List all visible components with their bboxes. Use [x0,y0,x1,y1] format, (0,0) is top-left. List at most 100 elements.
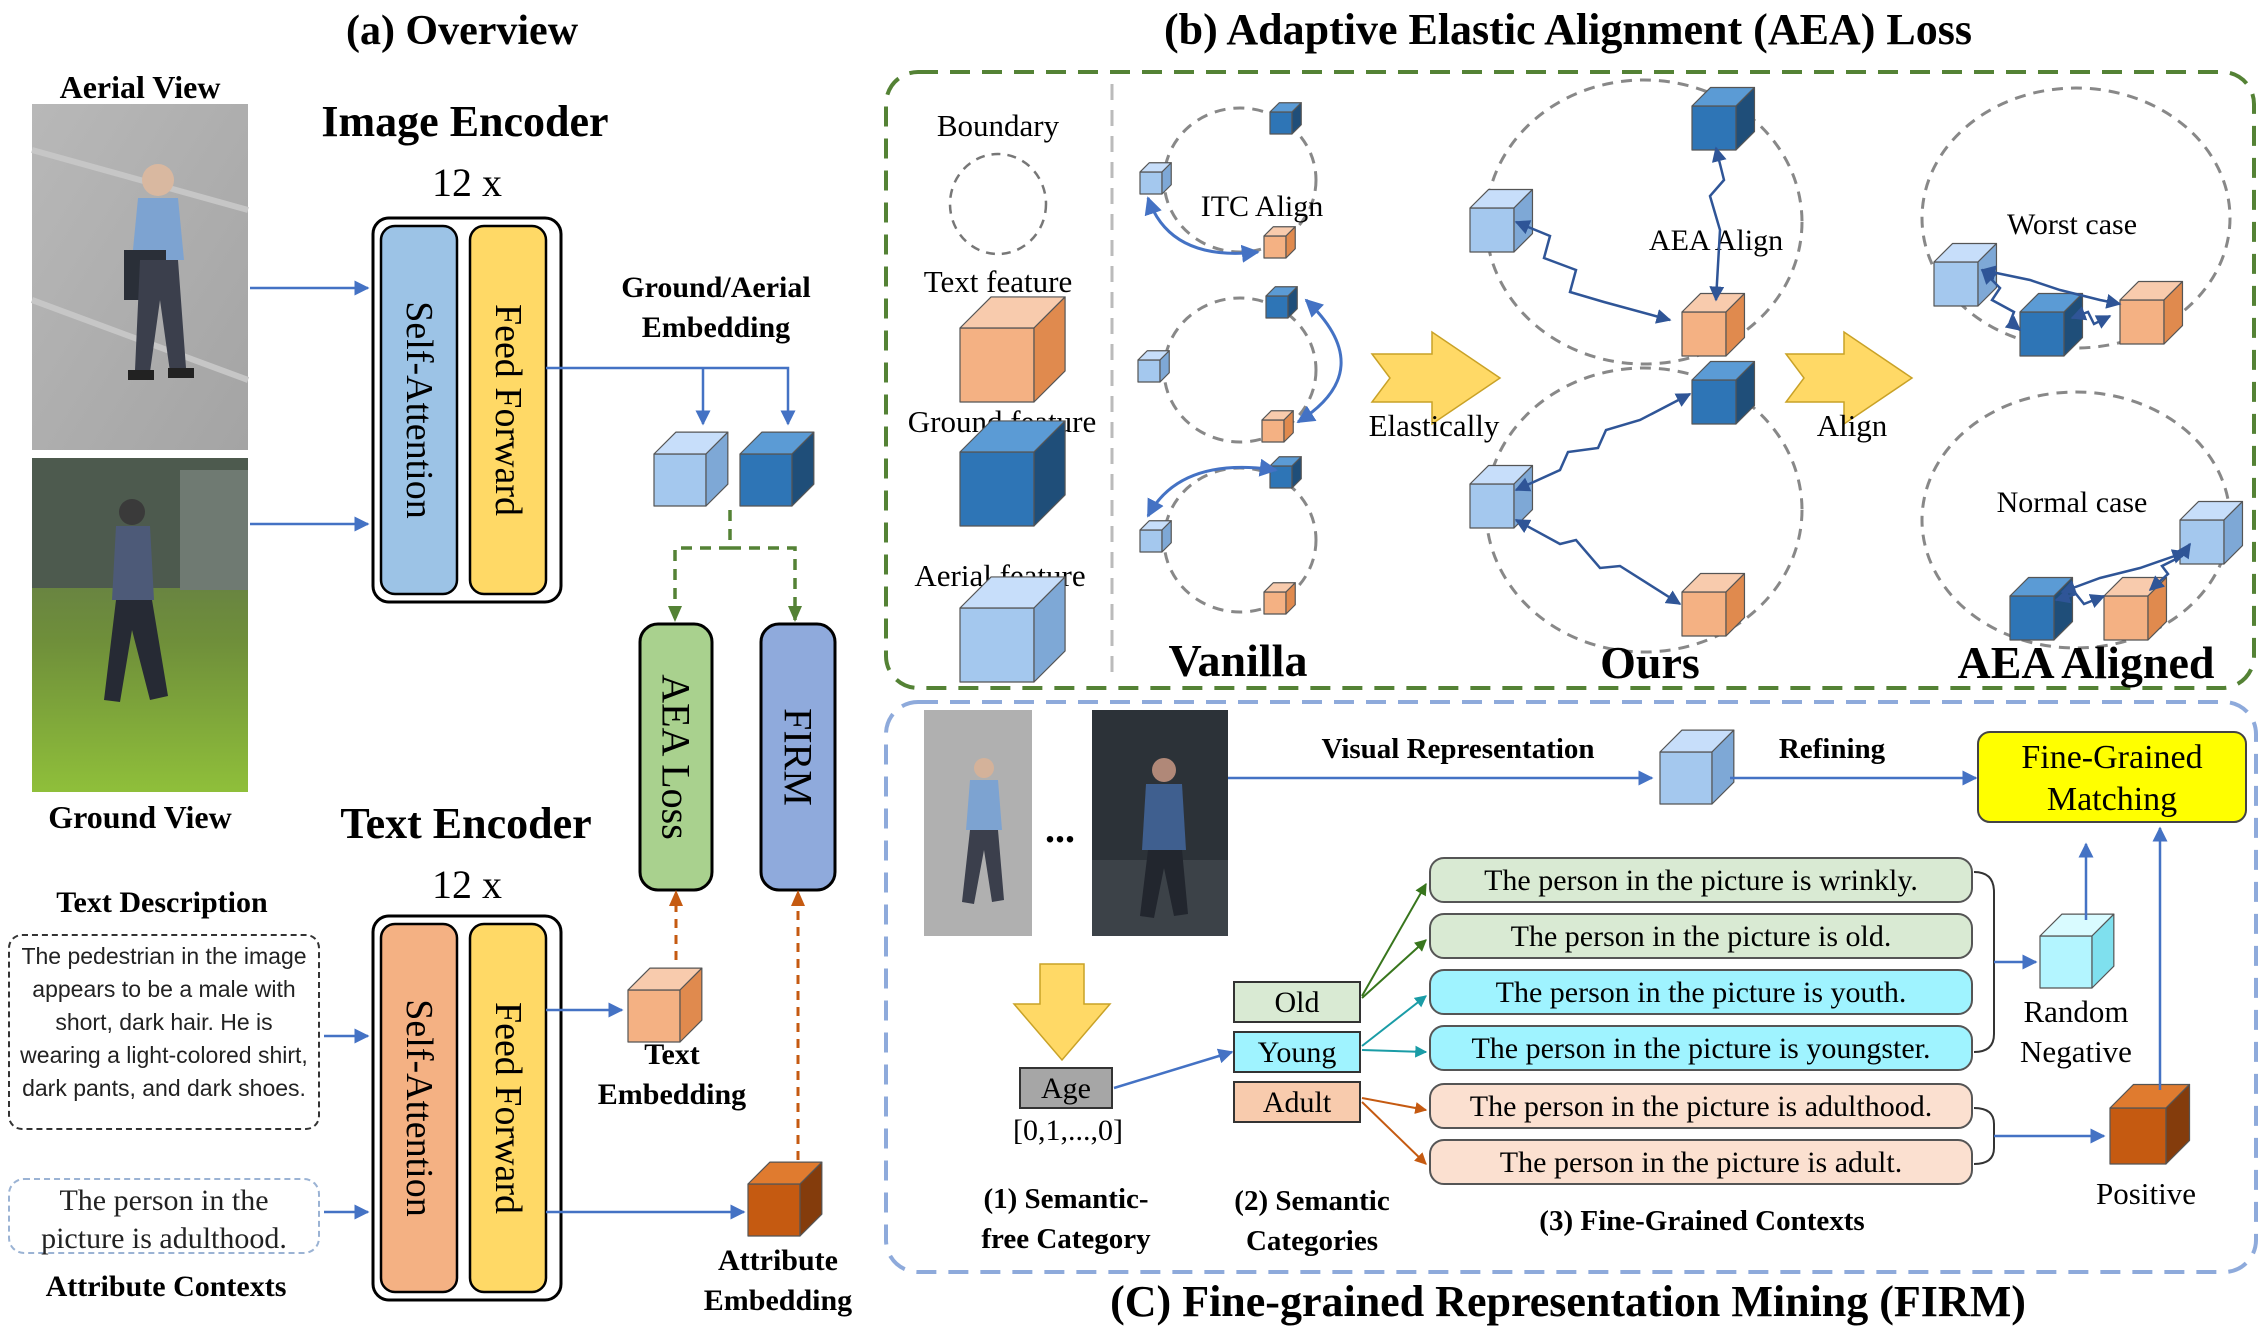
image-self-attention-label: Self-Attention [398,301,440,518]
label-semantic-categories-2: Categories [1246,1225,1378,1257]
context-pill-1 [1429,857,1973,903]
age-label: Age [1041,1072,1091,1105]
align-arrow [1784,330,1914,426]
context-pill-4 [1429,1025,1973,1071]
ground-embedding-cube [739,431,815,507]
context-pill-5 [1429,1083,1973,1129]
random-negative-cube [2039,913,2115,989]
firm-ellipsis: ... [1045,806,1075,851]
normal-case-label: Normal case [1997,486,2148,519]
matching-line1: Fine-Grained [2021,739,2202,776]
vanilla-feature-cubes [1137,102,1302,615]
fine-grained-matching-box [1977,731,2247,823]
aerial-view-photo [30,104,250,450]
positive-label: Positive [2096,1176,2196,1211]
text-feed-forward-box [468,922,548,1294]
aea-panel [884,70,2256,690]
attribute-context-box: The person in the picture is adulthood. [8,1178,320,1255]
label-fine-grained-contexts: (3) Fine-Grained Contexts [1539,1205,1864,1237]
negative-bracket [1973,871,1995,1053]
category-old-box [1233,981,1361,1023]
ours-ground-cube-2 [1691,360,1756,425]
aerial-view-label: Aerial View [60,69,221,105]
vanilla-label: Vanilla [1169,635,1308,686]
random-negative-cube [2039,913,2115,989]
ours-spring-4 [1514,518,1682,606]
embedding-label-line1: Ground/Aerial [621,271,810,304]
worst-case-circle [1920,86,2232,350]
text-self-attention-label: Self-Attention [398,999,440,1216]
firm-aerial-photo [924,710,1032,936]
legend-text-cube [959,296,1066,403]
ours-circle-1 [1484,78,1804,366]
elastically-arrow [1370,330,1502,426]
context-4: The person in the picture is youngster. [1471,1032,1930,1065]
visual-representation-cube [1659,729,1735,805]
worst-case-spring-2 [1980,265,2122,309]
image-encoder-title: Image Encoder [321,97,608,146]
text-encoder-title: Text Encoder [340,799,591,848]
vanilla-ground-cube-3 [1269,456,1302,489]
text-description-box: The pedestrian in the image appears to b… [8,934,320,1130]
image-self-attention-box [379,224,459,596]
firm-panel [884,700,2258,1274]
context-5: The person in the picture is adulthood. [1470,1090,1932,1123]
legend-aerial-cube [959,576,1066,683]
aea-aligned-label: AEA Aligned [1958,637,2215,688]
vanilla-aerial-cube-1 [1139,162,1172,195]
aea-loss-label: AEA Loss [654,674,699,840]
context-pill-3 [1429,969,1973,1015]
label-semantic-free-1: (1) Semantic- [983,1183,1148,1215]
text-embedding-cube [627,967,703,1043]
young-arrow-2 [1361,1045,1428,1058]
ours-aerial-cube-1 [1469,188,1534,253]
age-box [1019,1067,1113,1109]
legend-text-label: Text feature [924,264,1072,299]
label-semantic-free-2: free Category [981,1223,1151,1255]
ours-aerial-cube-2 [1469,464,1534,529]
context-6: The person in the picture is adult. [1500,1146,1902,1179]
vanilla-ground-cube-1 [1269,102,1302,135]
text-feed-forward-label: Feed Forward [487,1002,529,1214]
normal-aerial-cube [2179,500,2244,565]
embedding-branch-arrow [546,366,796,426]
align-label: Align [1817,408,1888,443]
aea-align-label: AEA Align [1649,224,1783,257]
vanilla-text-cube-2 [1261,410,1294,443]
ground-view-photo [32,458,248,792]
normal-text-cube [2103,576,2168,641]
worst-case-spring-3 [2070,306,2112,329]
positive-cube [2109,1083,2191,1165]
context-pill-6 [1429,1139,1973,1185]
legend-ground-cube [959,420,1066,527]
age-down-arrow [1012,963,1112,1062]
category-old-label: Old [1275,986,1320,1019]
category-adult-label: Adult [1263,1086,1332,1119]
ours-spring-2 [1708,146,1727,302]
random-negative-line1: Random [2023,994,2128,1029]
ours-circle-2 [1484,366,1804,654]
normal-case-spring-1 [2054,588,2106,608]
legend-ground-cube [959,420,1066,527]
text-self-attention-box [379,922,459,1294]
text-embedding-line2: Embedding [598,1078,746,1111]
context-3: The person in the picture is youth. [1496,976,1907,1009]
age-vector: [0,1,...,0] [1013,1114,1123,1147]
vanilla-ground-cube-2 [1265,286,1298,319]
legend-boundary-label: Boundary [937,108,1060,143]
overview-title: (a) Overview [346,8,579,54]
firm-ground-photo [1092,710,1228,936]
text-description-title: Text Description [56,886,268,919]
context-2: The person in the picture is old. [1511,920,1892,953]
worst-text-cube [2119,280,2184,345]
attribute-embedding-cube [747,1161,823,1237]
normal-ground-cube [2009,576,2074,641]
image-encoder-repeat: 12 x [432,160,502,205]
visual-representation-cube [1659,729,1735,805]
attribute-embedding-line2: Embedding [704,1284,852,1317]
aerial-embedding-cube [653,431,729,507]
ground-view-label: Ground View [48,799,231,835]
worst-aerial-cube [1933,242,1998,307]
attribute-embedding-line1: Attribute [718,1244,838,1277]
